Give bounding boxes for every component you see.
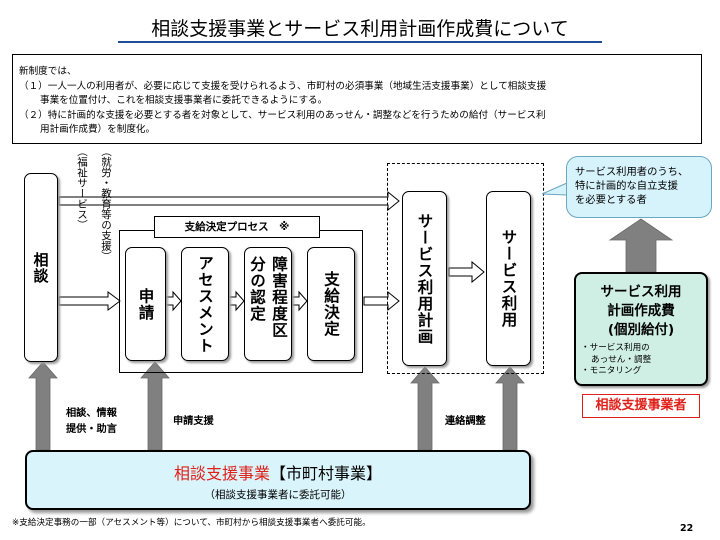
- label-line: 相談、情報: [66, 408, 117, 419]
- plan-cost-box: サービス利用 計画作成費 (個別給付) ・サービス利用の あっせん・調整 ・モニ…: [574, 272, 708, 386]
- intro-line: （２）特に計画的な支援を必要とする者を対象として、サービス利用のあっせん・調整な…: [19, 109, 546, 121]
- footnote: ※支給決定事務の一部（アセスメント等）について、市町村から相談支援事業者へ委託可…: [12, 518, 371, 528]
- callout-line: サービス利用者のうち、: [575, 166, 689, 178]
- consult-box: 相談: [24, 173, 58, 362]
- service-region: [387, 163, 544, 374]
- main-box-black: 【市町村事業】: [270, 464, 383, 483]
- step-assessment: アセスメント: [181, 247, 229, 361]
- plan-cost-items: ・サービス利用の あっせん・調整 ・モニタリング: [581, 343, 706, 378]
- arrow-up-plan: [410, 366, 440, 451]
- consult-label: 相談: [31, 251, 50, 284]
- target-callout: サービス利用者のうち、 特に計画的な自立支援 を必要とする者: [566, 156, 712, 218]
- arrow-up-application: [140, 361, 170, 451]
- plan-cost-title: サービス利用 計画作成費 (個別給付): [576, 283, 706, 340]
- step-decision: 支給決定: [307, 247, 355, 361]
- plan-cost-line: 計画作成費: [607, 303, 675, 319]
- consultation-support-program-box: 相談支援事業【市町村事業】 （相談支援事業者に委託可能）: [25, 450, 531, 510]
- intro-line: 新制度では、: [19, 66, 77, 77]
- service-use-box: サービス利用: [486, 191, 531, 366]
- arrow-consult-to-plan-top: [58, 190, 400, 212]
- arrow-plan-to-use: [448, 260, 485, 284]
- plan-cost-item: ・サービス利用の: [581, 343, 650, 353]
- label-line: 提供・助言: [66, 424, 117, 435]
- label-coordination: 連絡調整: [445, 416, 486, 427]
- main-box-title: 相談支援事業【市町村事業】: [27, 460, 529, 484]
- callout-line: を必要とする者: [575, 194, 647, 206]
- process-label: 支給決定プロセス ※: [154, 216, 320, 238]
- step-label: 障害程度区分の認定: [248, 256, 288, 339]
- arrow-process-to-plan: [363, 290, 400, 312]
- step-disability-classification: 障害程度区分の認定: [244, 247, 292, 361]
- step-label: 支給決定: [322, 271, 340, 337]
- step-label: 申請: [136, 287, 155, 321]
- plan-cost-item: あっせん・調整: [591, 354, 652, 365]
- step-application: 申請: [125, 247, 166, 361]
- arrow-plan-to-callout: [608, 218, 674, 273]
- arrow-step2-3: [228, 290, 245, 312]
- arrow-step1-2: [165, 290, 182, 312]
- main-box-sub: （相談支援事業者に委託可能）: [204, 489, 352, 501]
- page-title: 相談支援事業とサービス利用計画作成費について: [151, 18, 569, 40]
- arrow-consult-to-process: [58, 291, 121, 311]
- side-note: （就労・教育等の支援） （福祉サービス）: [70, 146, 118, 366]
- arrow-up-use: [495, 366, 525, 451]
- arrow-step3-4: [291, 290, 308, 312]
- service-plan-box: サービス利用計画: [402, 191, 447, 366]
- label-consult-info: 相談、情報 提供・助言: [66, 406, 117, 438]
- main-box-red: 相談支援事業: [173, 464, 270, 483]
- intro-line: （１）一人一人の利用者が、必要に応じて支援を受けられるよう、市町村の必須事業（地…: [19, 80, 547, 92]
- intro-line: 用計画作成費）を制度化。: [40, 124, 156, 135]
- service-use-label: サービス利用: [499, 229, 518, 328]
- title-underline: [118, 41, 602, 43]
- callout-line: 特に計画的な自立支援: [575, 180, 678, 192]
- side-note-employment: （就労・教育等の支援）: [100, 146, 112, 262]
- intro-box: 新制度では、 （１）一人一人の利用者が、必要に応じて支援を受けられるよう、市町村…: [12, 54, 702, 144]
- step-label: アセスメント: [196, 254, 214, 354]
- intro-line: 事業を位置付け、これを相談支援事業者に委託できるようにする。: [40, 95, 328, 106]
- page-number: 22: [680, 523, 694, 534]
- side-note-welfare: （福祉サービス）: [76, 146, 88, 230]
- plan-cost-line: (個別給付): [607, 322, 675, 338]
- service-plan-label: サービス利用計画: [415, 212, 434, 345]
- arrow-up-consult: [28, 361, 58, 451]
- label-application-support: 申請支援: [173, 416, 214, 427]
- plan-cost-item: ・モニタリング: [581, 366, 642, 376]
- plan-cost-line: サービス利用: [600, 284, 682, 300]
- operator-badge: 相談支援事業者: [582, 394, 700, 418]
